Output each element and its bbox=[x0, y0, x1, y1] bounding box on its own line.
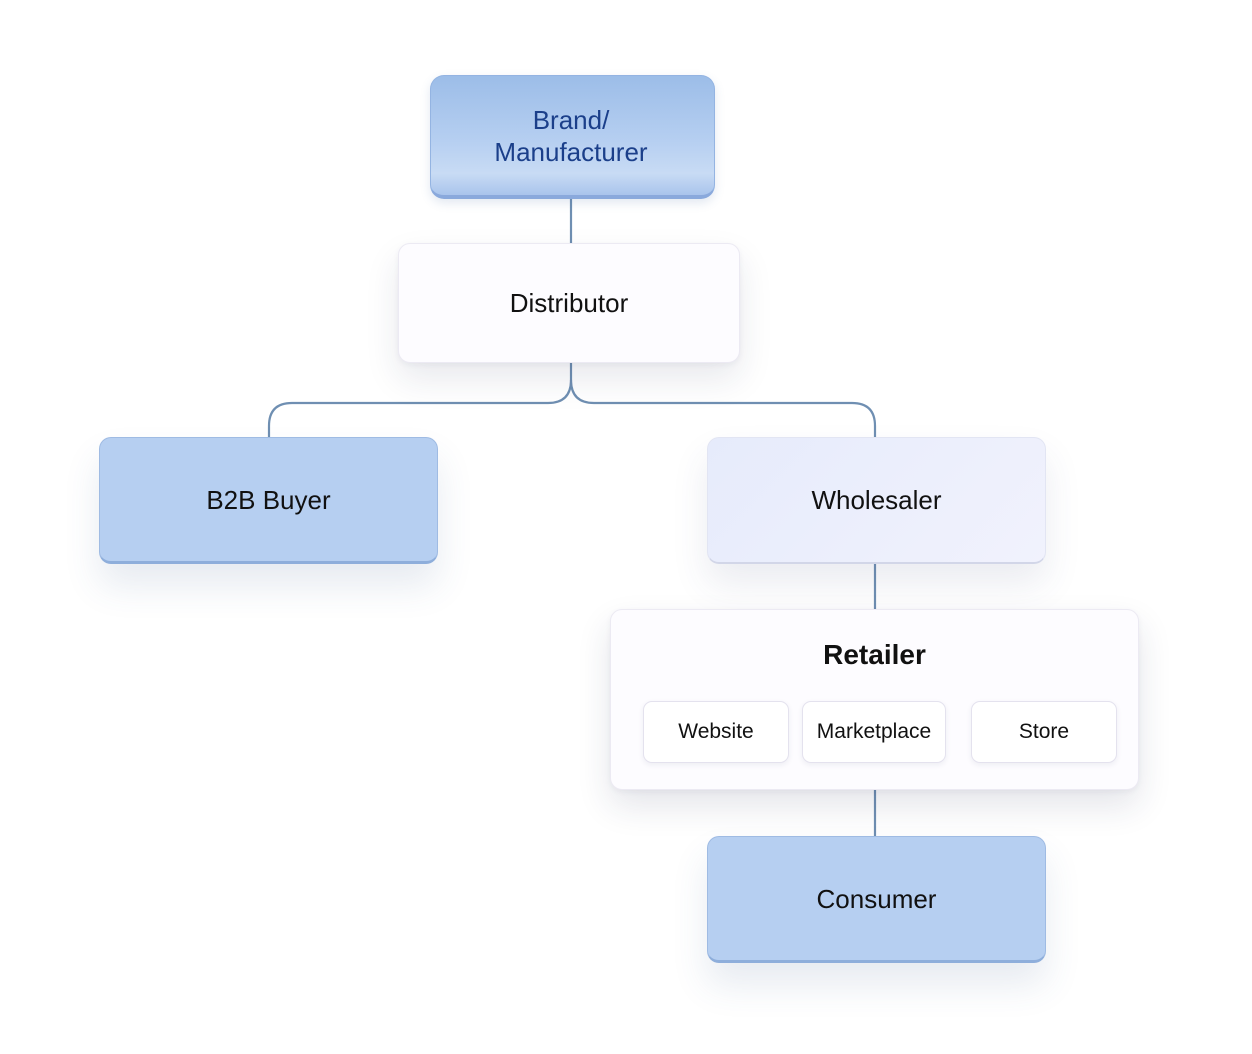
retailer-node: Retailer Website Marketplace Store bbox=[610, 609, 1139, 790]
edge-distributor-b2b-buyer bbox=[267, 361, 573, 439]
consumer-label: Consumer bbox=[816, 883, 937, 914]
retailer-channel-marketplace: Marketplace bbox=[802, 701, 946, 763]
b2b-buyer-node: B2B Buyer bbox=[99, 437, 438, 564]
brand-manufacturer-label: Brand/ Manufacturer bbox=[494, 104, 648, 167]
retailer-title: Retailer bbox=[823, 639, 926, 670]
distributor-label: Distributor bbox=[509, 288, 629, 318]
wholesaler-label: Wholesaler bbox=[811, 485, 942, 515]
consumer-node: Consumer bbox=[707, 836, 1046, 963]
brand-manufacturer-node: Brand/ Manufacturer bbox=[430, 75, 715, 199]
b2b-buyer-label: B2B Buyer bbox=[206, 484, 331, 515]
retailer-channel-store: Store bbox=[971, 701, 1117, 763]
retailer-channel-website: Website bbox=[643, 701, 789, 763]
edge-distributor-wholesaler bbox=[569, 378, 877, 439]
wholesaler-node: Wholesaler bbox=[707, 437, 1046, 564]
distributor-node: Distributor bbox=[398, 243, 740, 363]
